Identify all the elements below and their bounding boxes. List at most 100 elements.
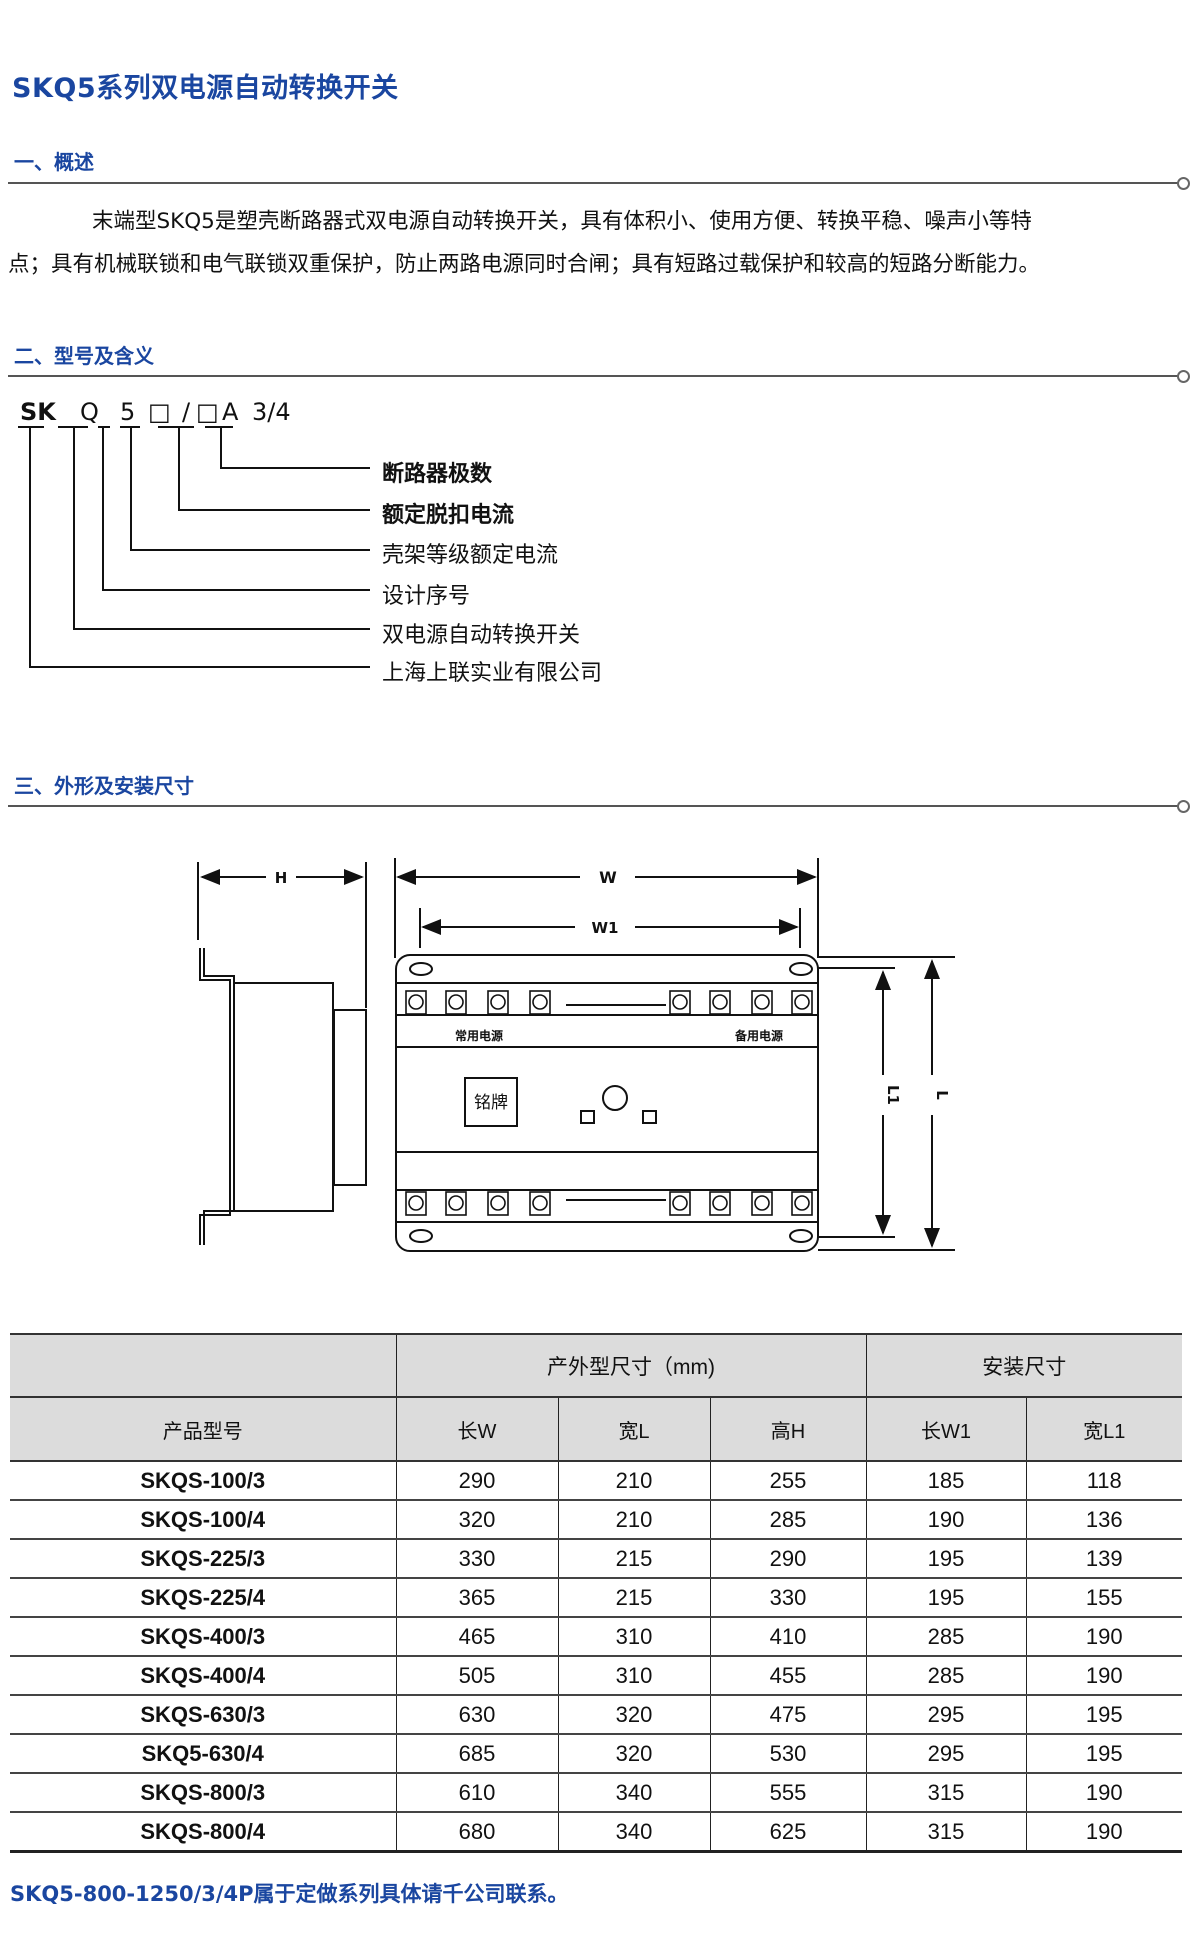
cell-value: 195 bbox=[1025, 1695, 1182, 1735]
cell-value: 185 bbox=[865, 1461, 1026, 1501]
cell-model: SKQS-800/4 bbox=[10, 1812, 396, 1853]
code-part-5: 5 bbox=[120, 398, 136, 426]
overview-paragraph: 末端型SKQ5是塑壳断路器式双电源自动转换开关，具有体积小、使用方便、转换平稳、… bbox=[8, 200, 1198, 286]
cell-value: 210 bbox=[557, 1461, 710, 1501]
cell-value: 285 bbox=[865, 1656, 1026, 1696]
section-divider bbox=[8, 805, 1184, 807]
section-heading-model: 二、型号及含义 bbox=[14, 344, 154, 368]
cell-value: 610 bbox=[395, 1773, 558, 1813]
front-view bbox=[394, 858, 955, 1252]
code-part-a: A bbox=[222, 398, 239, 426]
cell-value: 330 bbox=[709, 1578, 866, 1618]
column-header-model: 产品型号 bbox=[10, 1397, 396, 1462]
column-header-length-w1: 长W1 bbox=[865, 1397, 1026, 1462]
cell-model: SKQ5-630/4 bbox=[10, 1734, 396, 1774]
cell-model: SKQS-630/3 bbox=[10, 1695, 396, 1735]
cell-value: 410 bbox=[709, 1617, 866, 1657]
cell-value: 555 bbox=[709, 1773, 866, 1813]
cell-value: 680 bbox=[395, 1812, 558, 1853]
section-heading-dimensions: 三、外形及安装尺寸 bbox=[14, 774, 194, 798]
divider-end-circle-icon bbox=[1177, 370, 1190, 383]
cell-model: SKQS-100/4 bbox=[10, 1500, 396, 1540]
cell-value: 190 bbox=[865, 1500, 1026, 1540]
cell-value: 285 bbox=[865, 1617, 1026, 1657]
dim-label-l: L bbox=[933, 1090, 951, 1100]
cell-model: SKQS-400/4 bbox=[10, 1656, 396, 1696]
cell-value: 455 bbox=[709, 1656, 866, 1696]
cell-value: 330 bbox=[395, 1539, 558, 1579]
code-part-box1: □ bbox=[148, 398, 171, 426]
code-part-slash: / bbox=[182, 398, 191, 426]
normal-power-label: 常用电源 bbox=[455, 1028, 503, 1043]
table-header-empty bbox=[10, 1333, 396, 1398]
meaning-poles: 断路器极数 bbox=[382, 462, 493, 487]
cell-value: 320 bbox=[395, 1500, 558, 1540]
divider-end-circle-icon bbox=[1177, 177, 1190, 190]
column-header-length-w: 长W bbox=[395, 1397, 558, 1462]
cell-value: 320 bbox=[557, 1695, 710, 1735]
dim-label-l1: L1 bbox=[884, 1085, 902, 1105]
side-view bbox=[197, 862, 367, 1245]
cell-value: 315 bbox=[865, 1812, 1026, 1853]
cell-value: 315 bbox=[865, 1773, 1026, 1813]
column-header-height-h: 高H bbox=[709, 1397, 866, 1462]
code-part-poles: 3/4 bbox=[252, 398, 291, 426]
cell-value: 155 bbox=[1025, 1578, 1182, 1618]
dimensions-table: 产外型尺寸（mm) 安装尺寸 产品型号 长W 宽L 高H 长W1 宽L1 SKQ… bbox=[10, 1333, 1182, 1853]
overview-line-1: 末端型SKQ5是塑壳断路器式双电源自动转换开关，具有体积小、使用方便、转换平稳、… bbox=[92, 209, 1032, 234]
dim-label-w1: W1 bbox=[592, 919, 619, 937]
page-title: SKQ5系列双电源自动转换开关 bbox=[12, 73, 399, 104]
table-group-header-outline: 产外型尺寸（mm) bbox=[395, 1333, 866, 1398]
footnote: SKQ5-800-1250/3/4P属于定做系列具体请千公司联系。 bbox=[10, 1882, 569, 1906]
outline-drawing: H W W1 L1 L 常用电源 备用电源 铭牌 bbox=[197, 858, 955, 1252]
cell-value: 190 bbox=[1025, 1617, 1182, 1657]
terminal-screws bbox=[405, 990, 813, 1216]
code-part-q: Q bbox=[80, 398, 99, 426]
cell-value: 255 bbox=[709, 1461, 866, 1501]
cell-value: 285 bbox=[709, 1500, 866, 1540]
table-group-header-install: 安装尺寸 bbox=[865, 1333, 1182, 1398]
cell-value: 210 bbox=[557, 1500, 710, 1540]
cell-value: 190 bbox=[1025, 1656, 1182, 1696]
cell-value: 340 bbox=[557, 1812, 710, 1853]
cell-value: 290 bbox=[709, 1539, 866, 1579]
cell-value: 475 bbox=[709, 1695, 866, 1735]
dim-label-w: W bbox=[599, 868, 617, 887]
backup-power-label: 备用电源 bbox=[734, 1028, 783, 1043]
cell-value: 310 bbox=[557, 1617, 710, 1657]
cell-value: 340 bbox=[557, 1773, 710, 1813]
cell-value: 625 bbox=[709, 1812, 866, 1853]
model-code-leader-lines bbox=[18, 426, 370, 668]
meaning-company: 上海上联实业有限公司 bbox=[382, 661, 603, 686]
divider-end-circle-icon bbox=[1177, 800, 1190, 813]
cell-value: 195 bbox=[865, 1539, 1026, 1579]
cell-value: 190 bbox=[1025, 1812, 1182, 1853]
cell-value: 290 bbox=[395, 1461, 558, 1501]
nameplate-label: 铭牌 bbox=[474, 1093, 508, 1113]
cell-value: 118 bbox=[1025, 1461, 1182, 1501]
cell-value: 136 bbox=[1025, 1500, 1182, 1540]
cell-value: 295 bbox=[865, 1695, 1026, 1735]
cell-value: 195 bbox=[1025, 1734, 1182, 1774]
column-header-width-l: 宽L bbox=[557, 1397, 710, 1462]
section-heading-overview: 一、概述 bbox=[14, 150, 94, 174]
cell-value: 195 bbox=[865, 1578, 1026, 1618]
code-part-sk: SK bbox=[20, 398, 56, 426]
meaning-rated-trip-current: 额定脱扣电流 bbox=[382, 503, 515, 528]
cell-model: SKQS-225/4 bbox=[10, 1578, 396, 1618]
dim-label-h: H bbox=[275, 869, 288, 887]
section-divider bbox=[8, 182, 1184, 184]
cell-value: 465 bbox=[395, 1617, 558, 1657]
code-part-box2: □ bbox=[196, 398, 219, 426]
cell-value: 685 bbox=[395, 1734, 558, 1774]
meaning-ats: 双电源自动转换开关 bbox=[382, 623, 581, 648]
cell-value: 310 bbox=[557, 1656, 710, 1696]
cell-value: 320 bbox=[557, 1734, 710, 1774]
